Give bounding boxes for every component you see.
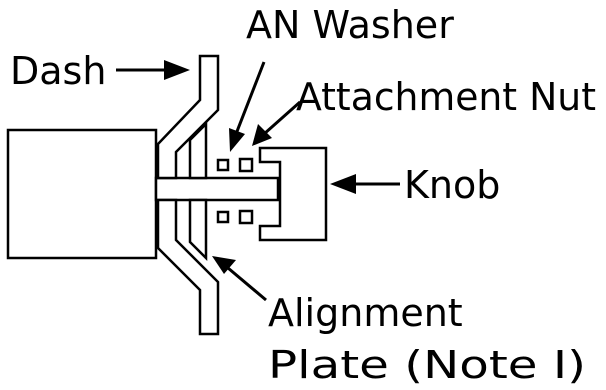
- shaft: [154, 176, 280, 202]
- label-alignment-plate-line2: Plate (Note I): [268, 343, 586, 387]
- label-attachment-nut: Attachment Nut: [296, 75, 596, 119]
- dash-bracket-upper: [156, 54, 220, 180]
- attachment-nut-lower: [238, 209, 254, 225]
- label-alignment-plate-line1: Alignment: [268, 291, 463, 335]
- an-washer-arrowhead: [229, 128, 245, 152]
- dash-arrowhead: [164, 60, 190, 80]
- label-an-washer: AN Washer: [246, 3, 454, 47]
- alignment-plate-arrowhead: [212, 256, 236, 274]
- knob: [258, 146, 328, 242]
- label-knob: Knob: [404, 163, 500, 207]
- an-washer-upper: [216, 158, 230, 172]
- knob-arrowhead: [330, 174, 356, 194]
- attachment-nut-upper: [238, 157, 254, 173]
- dash-bracket-lower: [156, 198, 220, 336]
- an-washer-lower: [216, 210, 230, 224]
- main-body: [6, 128, 158, 260]
- attachment-nut-arrowhead: [252, 124, 272, 146]
- alignment-plate-upper: [188, 120, 208, 180]
- alignment-plate-lower: [188, 198, 208, 262]
- label-dash: Dash: [10, 49, 106, 93]
